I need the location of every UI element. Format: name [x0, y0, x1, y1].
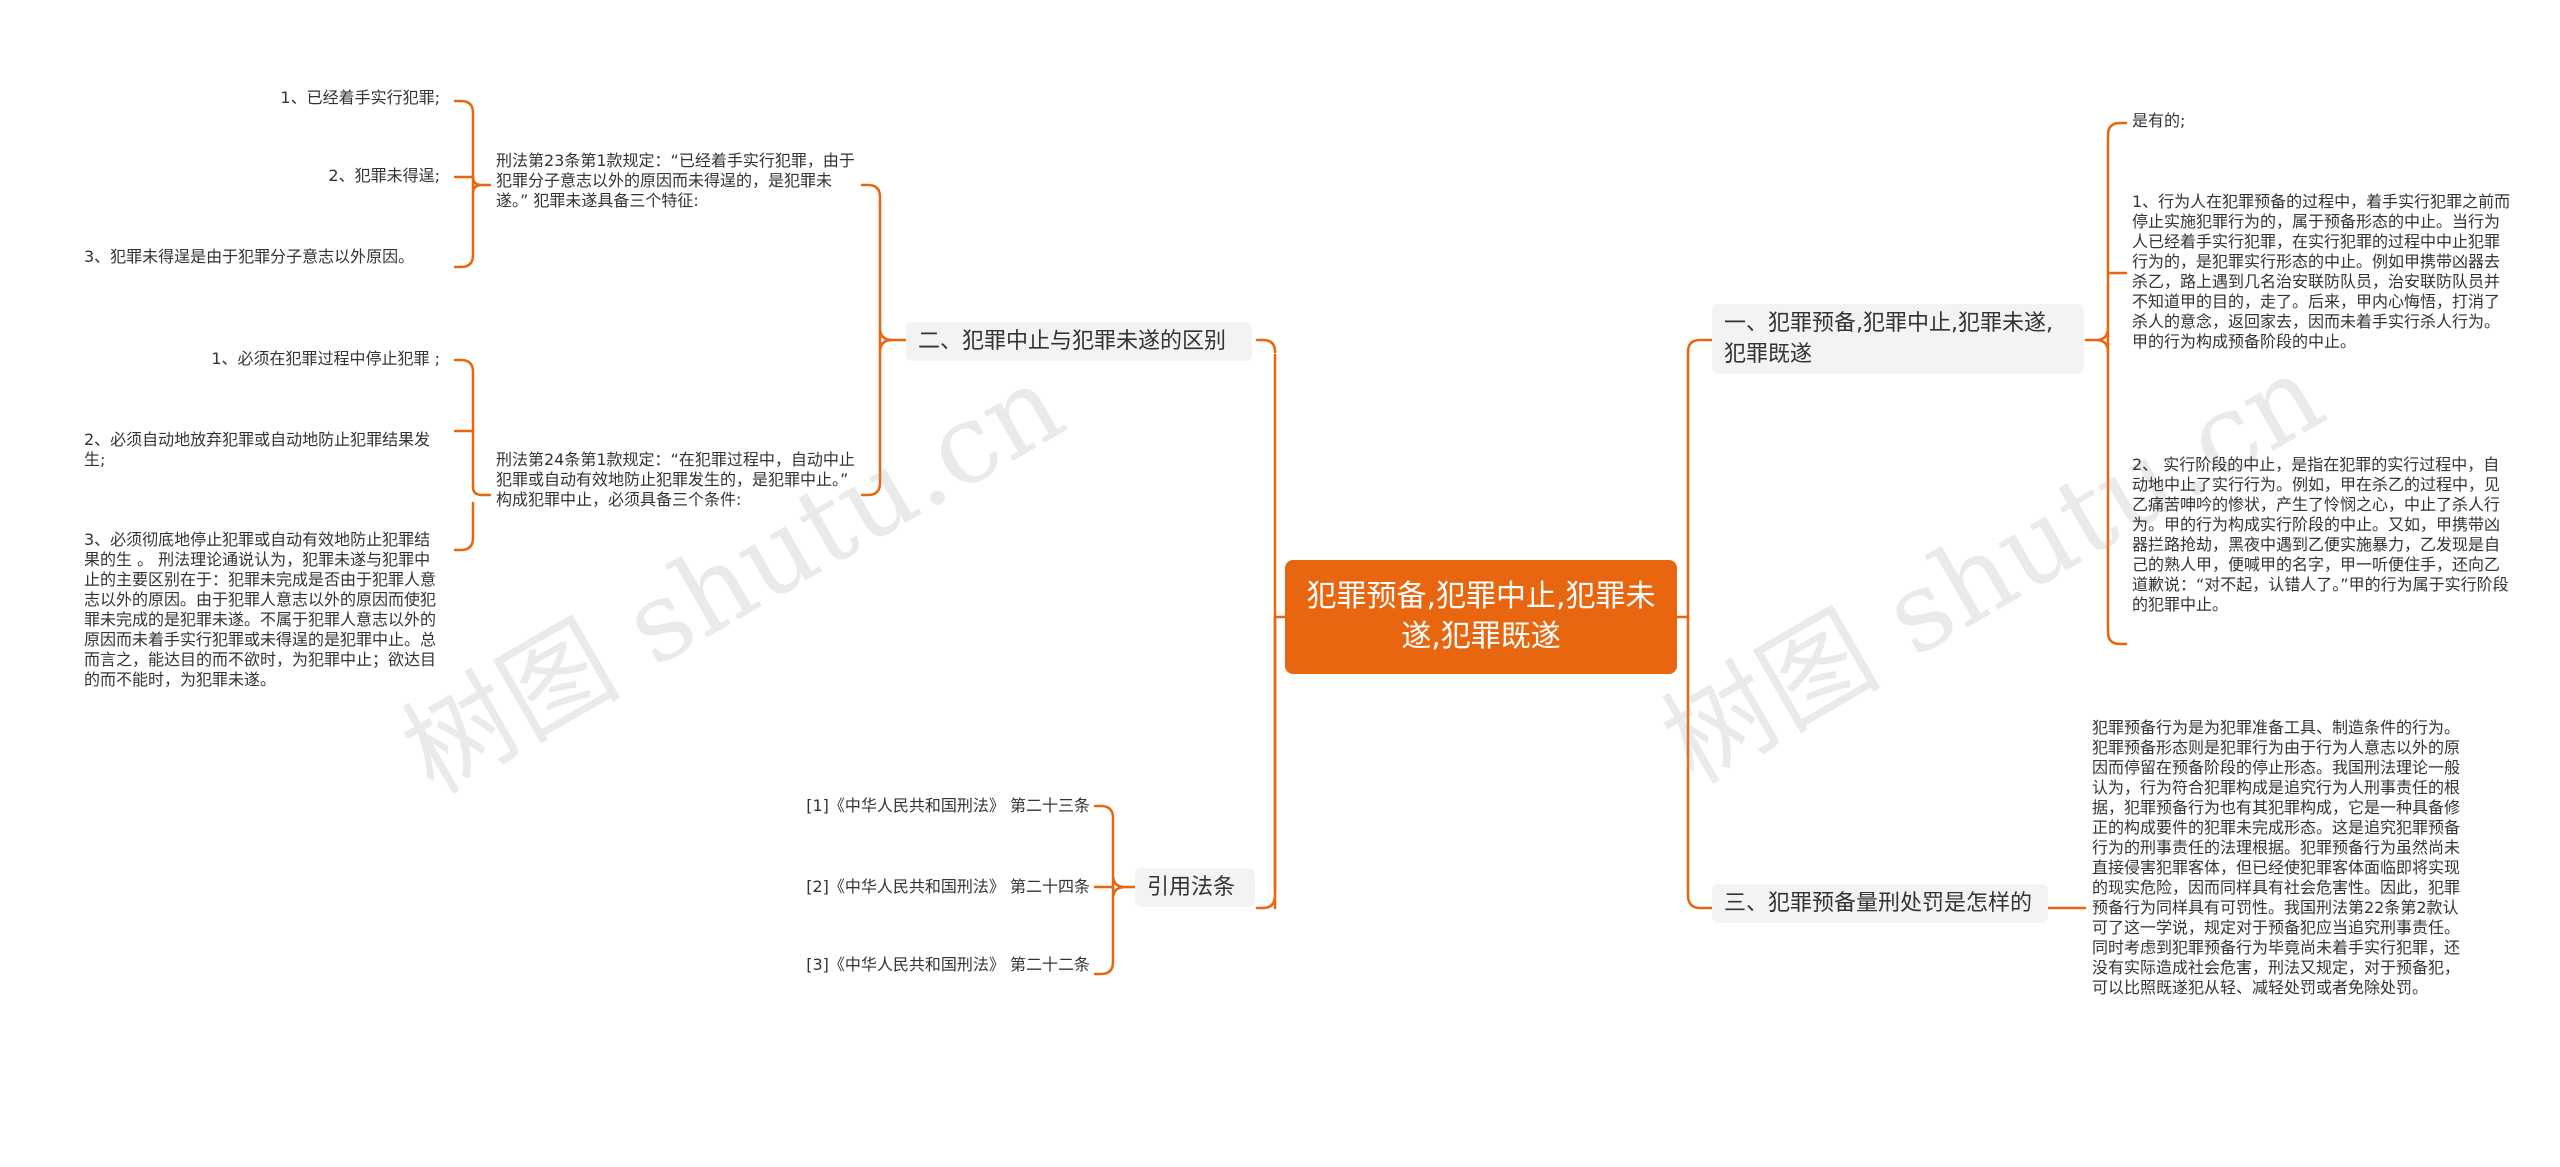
- root-node[interactable]: 犯罪预备,犯罪中止,犯罪未遂,犯罪既遂: [1285, 560, 1677, 674]
- citation-item[interactable]: [2]《中华人民共和国刑法》 第二十四条: [806, 877, 1090, 896]
- sub-node-article-23: 刑法第23条第1款规定：“已经着手实行犯罪，由于犯罪分子意志以外的原因而未得逞的…: [496, 151, 855, 210]
- leaf-text: 1、必须在犯罪过程中停止犯罪 ;: [211, 349, 440, 368]
- branch-node-3[interactable]: 三、犯罪预备量刑处罚是怎样的: [1712, 884, 2048, 923]
- leaf-text: 是有的;: [2132, 111, 2186, 130]
- leaf-text: 3、犯罪未得逞是由于犯罪分子意志以外原因。: [84, 247, 415, 266]
- leaf-text: 1、已经着手实行犯罪;: [280, 88, 440, 107]
- branch-node-4[interactable]: 引用法条: [1135, 868, 1255, 907]
- branch-label: 引用法条: [1147, 875, 1236, 900]
- branch-label: 一、犯罪预备,犯罪中止,犯罪未遂,犯罪既遂: [1724, 311, 2053, 367]
- branch-label: 三、犯罪预备量刑处罚是怎样的: [1724, 891, 2033, 916]
- branch-label: 二、犯罪中止与犯罪未遂的区别: [918, 329, 1227, 354]
- leaf-text: 犯罪预备行为是为犯罪准备工具、制造条件的行为。犯罪预备形态则是犯罪行为由于行为人…: [2092, 718, 2461, 997]
- root-label: 犯罪预备,犯罪中止,犯罪未遂,犯罪既遂: [1306, 579, 1656, 654]
- branch-node-1[interactable]: 一、犯罪预备,犯罪中止,犯罪未遂,犯罪既遂: [1712, 304, 2084, 374]
- citation-item[interactable]: [3]《中华人民共和国刑法》 第二十二条: [806, 955, 1090, 974]
- citation-item[interactable]: [1]《中华人民共和国刑法》 第二十三条: [806, 796, 1090, 815]
- leaf-text: 3、必须彻底地停止犯罪或自动有效地防止犯罪结果的生 。 刑法理论通说认为，犯罪未…: [84, 530, 437, 689]
- leaf-text: 2、 实行阶段的中止，是指在犯罪的实行过程中，自动地中止了实行行为。例如，甲在杀…: [2132, 455, 2509, 614]
- leaf-text: 2、必须自动地放弃犯罪或自动地防止犯罪结果发生;: [84, 430, 431, 469]
- leaf-text: 1、行为人在犯罪预备的过程中，着手实行犯罪之前而停止实施犯罪行为的，属于预备形态…: [2132, 192, 2511, 351]
- sub-node-article-24: 刑法第24条第1款规定：“在犯罪过程中，自动中止犯罪或自动有效地防止犯罪发生的，…: [496, 450, 855, 509]
- leaf-text: 2、犯罪未得逞;: [328, 166, 440, 185]
- branch-node-2[interactable]: 二、犯罪中止与犯罪未遂的区别: [906, 322, 1252, 361]
